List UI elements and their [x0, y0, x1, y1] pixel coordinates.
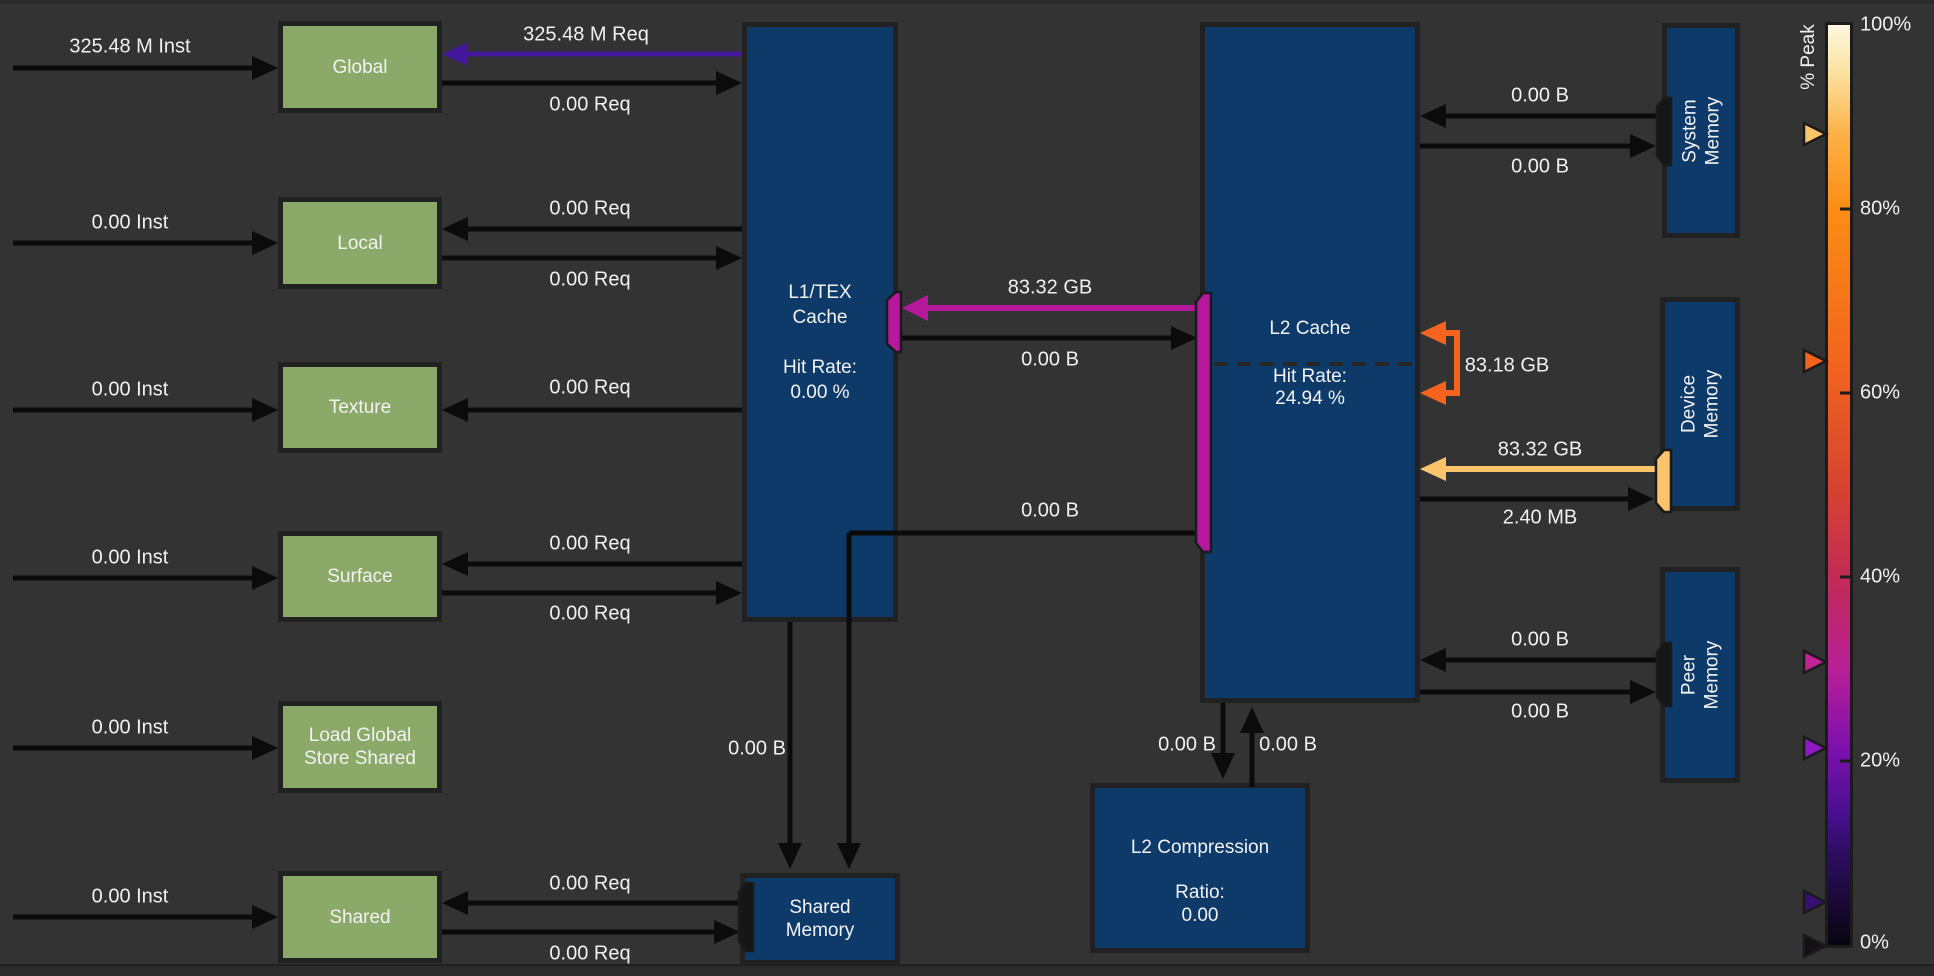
l2-title: L2 Cache	[1269, 318, 1351, 339]
l2-cache-box[interactable]	[1200, 22, 1420, 703]
orange-l2-fabric-line	[1446, 330, 1460, 396]
colorbar-marker-black	[1802, 932, 1829, 960]
l2-compression-ratio-value: 0.00	[1181, 905, 1219, 926]
flow-label-device-read: 83.32 GB	[1497, 438, 1583, 461]
colorbar-marker-magenta	[1802, 648, 1829, 676]
colorbar-tick-80: 80%	[1860, 197, 1901, 220]
top-edge-band	[0, 0, 1934, 4]
device-memory-box[interactable]: Device Memory	[1660, 297, 1740, 511]
l2-compression-box[interactable]: L2 Compression Ratio: 0.00	[1090, 783, 1310, 953]
flow-label-texture-req: 0.00 Req	[549, 376, 631, 399]
colorbar-marker-purple	[1802, 734, 1829, 762]
system-memory-line2: Memory	[1702, 96, 1723, 165]
unit-box-global[interactable]: Global	[278, 21, 442, 113]
black-arrowheads	[252, 56, 1656, 944]
flow-label-l1-l2-read: 83.32 GB	[1007, 276, 1093, 299]
flow-label-l1-shared-mem: 0.00 B	[728, 737, 786, 760]
colorbar-tick-20: 20%	[1860, 749, 1901, 772]
device-memory-line2: Memory	[1701, 369, 1722, 439]
purple-req-arrowhead	[442, 42, 468, 66]
flow-label-l2-comp-up: 0.00 B	[1259, 733, 1317, 756]
system-memory-line1: System	[1679, 98, 1700, 163]
l2-hit-rate-label: Hit Rate:	[1273, 366, 1347, 387]
flow-label-sysmem-to-l2: 0.00 B	[1511, 84, 1569, 107]
bottom-edge-band	[0, 964, 1934, 976]
flow-label-global-inst: 325.48 M Inst	[69, 35, 191, 58]
shared-memory-box[interactable]: Shared Memory	[740, 873, 900, 965]
flow-label-shared-req-in: 0.00 Req	[549, 872, 631, 895]
colorbar-tick-60: 60%	[1860, 381, 1901, 404]
l1-hit-rate-label: Hit Rate:	[783, 357, 857, 378]
peak-colorbar	[1825, 22, 1853, 948]
flow-label-global-req-out: 0.00 Req	[549, 93, 631, 116]
shared-memory-line2: Memory	[785, 920, 855, 941]
unit-label-texture: Texture	[328, 397, 392, 418]
peer-memory-label: Peer Memory	[1677, 641, 1723, 710]
unit-box-load-global-store-shared[interactable]: Load Global Store Shared	[278, 701, 442, 793]
flow-label-l2-to-peer: 0.00 B	[1511, 700, 1569, 723]
l2-compression-title: L2 Compression	[1130, 837, 1270, 858]
peer-memory-line1: Peer	[1678, 654, 1699, 696]
l1-tex-cache-box[interactable]	[742, 22, 898, 622]
flow-label-surface-req-in: 0.00 Req	[549, 532, 631, 555]
system-memory-label: System Memory	[1678, 96, 1724, 165]
flow-label-local-req-in: 0.00 Req	[549, 197, 631, 220]
orange-fabric-arrowhead-bottom	[1420, 381, 1446, 405]
system-memory-box[interactable]: System Memory	[1662, 23, 1740, 238]
flow-label-shared-req-out: 0.00 Req	[549, 942, 631, 965]
unit-label-global: Global	[332, 56, 388, 78]
magenta-l2-l1-arrowhead	[902, 295, 928, 321]
flow-label-l1-l2-write: 0.00 B	[1021, 348, 1079, 371]
unit-label-surface: Surface	[327, 566, 393, 587]
l1-hit-rate-value: 0.00 %	[790, 382, 850, 403]
unit-label-lgss-line2: Store Shared	[304, 748, 416, 769]
unit-label-shared: Shared	[329, 906, 391, 928]
flow-label-peer-to-l2: 0.00 B	[1511, 628, 1569, 651]
unit-label-local: Local	[337, 232, 383, 254]
flow-label-l2-fabric: 83.18 GB	[1464, 354, 1550, 377]
unit-box-texture[interactable]: Texture	[278, 362, 442, 453]
colorbar-marker-orange	[1802, 347, 1829, 375]
flow-label-global-req-in: 325.48 M Req	[523, 23, 649, 46]
flow-label-device-write: 2.40 MB	[1502, 506, 1578, 529]
l1-title-line1: L1/TEX	[788, 282, 852, 303]
flow-label-surface-inst: 0.00 Inst	[91, 546, 169, 569]
shared-memory-line1: Shared	[789, 897, 851, 918]
unit-box-local[interactable]: Local	[278, 197, 442, 289]
colorbar-markers	[1802, 120, 1829, 960]
unit-label-lgss-line1: Load Global	[308, 725, 412, 746]
l1-title-line2: Cache	[792, 307, 848, 328]
flow-label-l1-l2-lower: 0.00 B	[1021, 499, 1079, 522]
flow-label-shared-inst: 0.00 Inst	[91, 885, 169, 908]
flow-label-texture-inst: 0.00 Inst	[91, 378, 169, 401]
unit-box-surface[interactable]: Surface	[278, 531, 442, 622]
unit-box-shared[interactable]: Shared	[278, 871, 442, 963]
device-memory-label: Device Memory	[1677, 370, 1723, 439]
l2-hit-rate-value: 24.94 %	[1275, 388, 1345, 409]
flow-label-l2-to-sysmem: 0.00 B	[1511, 155, 1569, 178]
flow-label-l2-comp-down: 0.00 B	[1158, 733, 1216, 756]
peer-memory-box[interactable]: Peer Memory	[1660, 567, 1740, 783]
orange-fabric-arrowhead-top	[1420, 321, 1446, 345]
colorbar-marker-violet	[1802, 888, 1829, 916]
peak-colorbar-title: % Peak	[1798, 24, 1819, 90]
peer-memory-line2: Memory	[1701, 640, 1722, 710]
device-memory-line1: Device	[1678, 374, 1699, 434]
colorbar-tick-100: 100%	[1860, 13, 1912, 36]
flow-label-surface-req-out: 0.00 Req	[549, 602, 631, 625]
l2-compression-ratio-label: Ratio:	[1175, 882, 1225, 903]
colorbar-tick-0: 0%	[1860, 931, 1889, 954]
flow-label-local-req-out: 0.00 Req	[549, 268, 631, 291]
yellow-device-read-arrowhead	[1420, 457, 1446, 481]
colorbar-tick-40: 40%	[1860, 565, 1901, 588]
flow-label-local-inst: 0.00 Inst	[91, 211, 169, 234]
colorbar-marker-yellow	[1802, 120, 1829, 148]
flow-label-lgss-inst: 0.00 Inst	[91, 716, 169, 739]
